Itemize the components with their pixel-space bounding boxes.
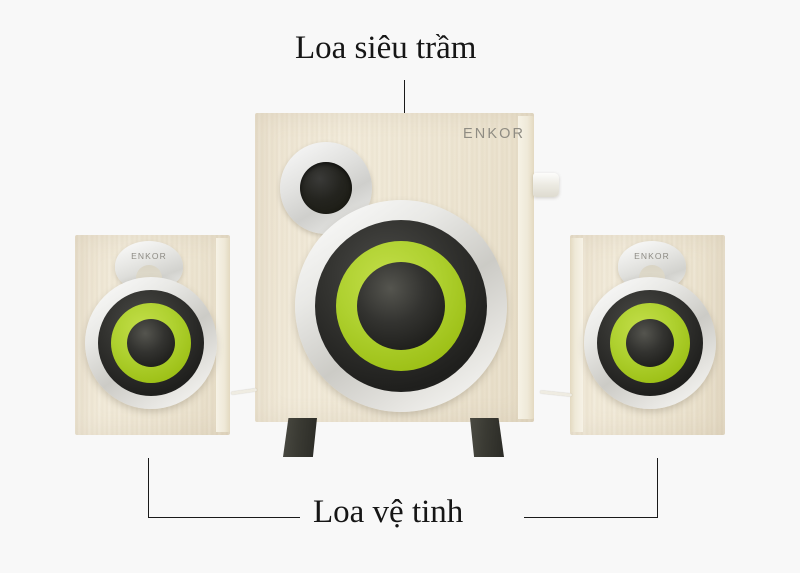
- satellite-left-cabinet-side-panel: [216, 238, 230, 432]
- satellite-right-brand-text: ENKOR: [634, 251, 670, 261]
- satellite-right-driver: [584, 277, 716, 409]
- subwoofer-driver: [295, 200, 507, 412]
- subwoofer-cabinet-side-panel: [518, 116, 534, 419]
- speaker-cable-right: [539, 390, 573, 397]
- satellite-right-driver-dustcap: [626, 319, 674, 367]
- subwoofer-foot-right: [470, 418, 504, 457]
- satellite-left-leader-horizontal: [148, 517, 300, 519]
- bass-port-opening: [300, 162, 352, 214]
- satellite-speaker-left: ENKOR: [75, 235, 230, 435]
- subwoofer-side-knob: [533, 173, 559, 197]
- satellite-right-cabinet-side-panel: [570, 238, 583, 432]
- satellite-left-brand-text: ENKOR: [131, 251, 167, 261]
- satellite-left-driver: [85, 277, 217, 409]
- satellite-callout-label: Loa vệ tinh: [313, 494, 464, 530]
- satellite-speaker-right: ENKOR: [570, 235, 725, 435]
- satellite-right-leader-vertical: [657, 458, 659, 518]
- subwoofer-speaker: ENKOR: [255, 113, 559, 457]
- subwoofer-brand-text: ENKOR: [463, 126, 526, 142]
- subwoofer-callout-label: Loa siêu trầm: [295, 30, 477, 66]
- subwoofer-driver-dustcap: [357, 262, 445, 350]
- speaker-cable-left: [230, 388, 258, 395]
- subwoofer-foot-left: [283, 418, 317, 457]
- satellite-right-leader-horizontal: [524, 517, 658, 519]
- satellite-left-driver-dustcap: [127, 319, 175, 367]
- satellite-left-leader-vertical: [148, 458, 150, 518]
- subwoofer-leader-line: [404, 80, 406, 113]
